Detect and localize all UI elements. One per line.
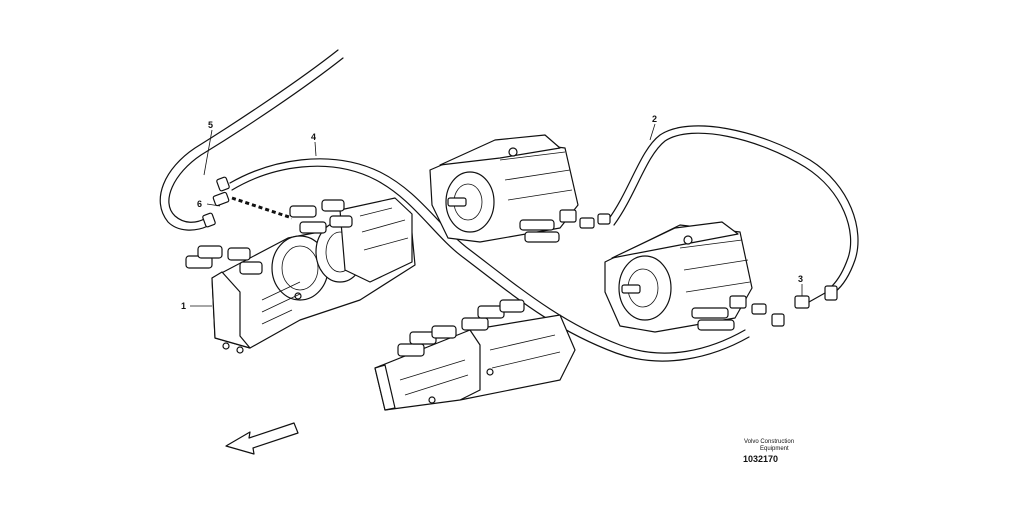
hose-5 xyxy=(159,49,344,231)
callout-1: 1 xyxy=(181,301,186,311)
stamp-line-1: Volvo Construction xyxy=(744,439,794,445)
hose-2 xyxy=(607,125,859,293)
fitting-3 xyxy=(794,285,838,309)
lower-pump xyxy=(604,221,785,333)
dashed-connection xyxy=(231,196,293,220)
main-pump-assembly xyxy=(185,197,416,354)
document-number: 1032170 xyxy=(743,454,778,464)
callout-3: 3 xyxy=(798,274,803,284)
direction-arrow-icon xyxy=(225,422,299,455)
upper-pump xyxy=(429,134,611,243)
callout-leaders xyxy=(190,123,803,307)
valve-block xyxy=(374,299,576,411)
hose-4 xyxy=(229,158,750,362)
callout-2: 2 xyxy=(652,114,657,124)
fitting-6 xyxy=(202,176,230,228)
stamp-line-2: Equipment xyxy=(760,446,789,452)
callout-5: 5 xyxy=(208,120,213,130)
callout-4: 4 xyxy=(311,132,316,142)
callout-6: 6 xyxy=(197,199,202,209)
